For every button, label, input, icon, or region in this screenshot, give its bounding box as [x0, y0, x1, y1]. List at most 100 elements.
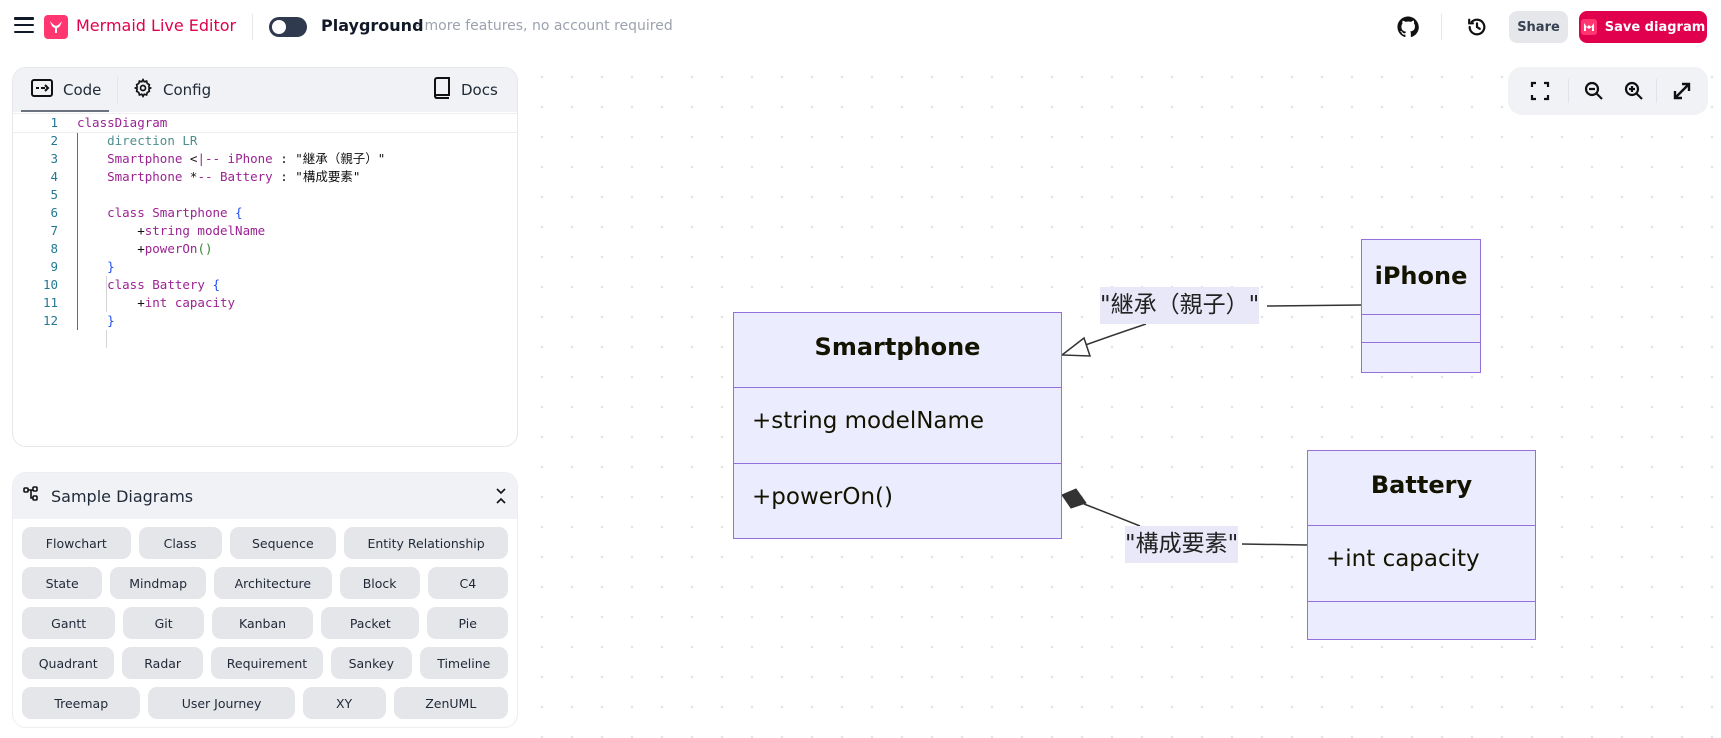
diagram-canvas[interactable] — [530, 54, 1721, 738]
code-token: { — [235, 205, 243, 220]
code-token: class Smartphone — [107, 205, 236, 220]
sample-flowchart-button[interactable]: Flowchart — [22, 527, 131, 559]
line-number: 6 — [50, 205, 58, 220]
sample-sequence-button[interactable]: Sequence — [229, 527, 337, 559]
save-diagram-button[interactable]: Save diagram — [1579, 11, 1707, 43]
code-arrow-icon — [31, 78, 53, 102]
class-node-battery[interactable]: Battery +int capacity — [1307, 450, 1536, 640]
sample-zenuml-button[interactable]: ZenUML — [393, 687, 509, 719]
collapse-chevrons-icon[interactable] — [495, 486, 507, 510]
code-line[interactable]: 9 } — [13, 258, 517, 276]
tab-config[interactable]: Config — [133, 68, 211, 112]
line-number: 7 — [50, 223, 58, 238]
indent-guide — [106, 276, 107, 312]
code-token: Battery — [212, 169, 273, 184]
sample-radar-button[interactable]: Radar — [122, 647, 203, 679]
code-token: -- — [197, 169, 213, 184]
top-bar: Mermaid Live Editor Playground - more fe… — [0, 0, 1721, 54]
code-line[interactable]: 10 class Battery { — [13, 276, 517, 294]
code-line[interactable]: 6 class Smartphone { — [13, 204, 517, 222]
history-icon[interactable] — [1464, 14, 1490, 40]
sample-architecture-button[interactable]: Architecture — [214, 567, 332, 599]
zoom-out-icon[interactable] — [1582, 79, 1606, 103]
code-token: } — [107, 313, 115, 328]
sample-xy-button[interactable]: XY — [302, 687, 386, 719]
class-node-smartphone[interactable]: Smartphone +string modelName +powerOn() — [733, 312, 1062, 539]
line-number: 10 — [42, 277, 58, 292]
sample-state-button[interactable]: State — [22, 567, 103, 599]
code-token: () — [197, 241, 213, 256]
book-icon — [433, 77, 451, 103]
sample-git-button[interactable]: Git — [123, 607, 204, 639]
zoom-in-icon[interactable] — [1622, 79, 1646, 103]
code-line[interactable]: 11 +int capacity — [13, 294, 517, 312]
line-number: 5 — [50, 187, 58, 202]
header-divider — [252, 14, 253, 40]
code-line[interactable]: 12 } — [13, 312, 517, 330]
code-line[interactable]: 5 — [13, 186, 517, 204]
code-token: iPhone — [220, 151, 273, 166]
line-number: 12 — [42, 313, 58, 328]
methods-section — [1362, 342, 1480, 372]
class-node-iphone[interactable]: iPhone — [1361, 239, 1481, 373]
tab-code[interactable]: Code — [20, 68, 110, 112]
line-number: 4 — [50, 169, 58, 184]
sample-sankey-button[interactable]: Sankey — [330, 647, 412, 679]
sample-user-journey-button[interactable]: User Journey — [148, 687, 295, 719]
sample-treemap-button[interactable]: Treemap — [22, 687, 141, 719]
code-line[interactable]: 8 +powerOn() — [13, 240, 517, 258]
docs-link[interactable]: Docs — [433, 68, 498, 112]
editor-tabs: Code Config Docs — [13, 68, 517, 112]
sample-quadrant-button[interactable]: Quadrant — [22, 647, 115, 679]
attributes-section: +string modelName — [734, 387, 1061, 463]
expand-icon[interactable] — [1670, 79, 1694, 103]
code-token: : — [272, 151, 296, 166]
code-token: "継承（親子）" — [295, 151, 386, 166]
indent-guide — [106, 330, 107, 348]
github-icon[interactable] — [1395, 14, 1421, 40]
code-line[interactable]: 2 direction LR — [13, 132, 517, 150]
sample-entity-relationship-button[interactable]: Entity Relationship — [344, 527, 508, 559]
sample-pie-button[interactable]: Pie — [427, 607, 508, 639]
code-token: } — [107, 259, 115, 274]
sample-packet-button[interactable]: Packet — [321, 607, 420, 639]
inheritance-label[interactable]: "継承（親子）" — [1100, 287, 1260, 324]
composition-label[interactable]: "構成要素" — [1125, 526, 1239, 563]
playground-toggle[interactable] — [269, 17, 307, 37]
sample-block-button[interactable]: Block — [339, 567, 420, 599]
sample-mindmap-button[interactable]: Mindmap — [110, 567, 207, 599]
attributes-section — [1362, 314, 1480, 342]
sample-class-button[interactable]: Class — [138, 527, 222, 559]
save-diagram-label: Save diagram — [1604, 19, 1706, 35]
code-line[interactable]: 7 +string modelName — [13, 222, 517, 240]
code-line[interactable]: 3 Smartphone <|-- iPhone : "継承（親子）" — [13, 150, 517, 168]
code-line[interactable]: 4 Smartphone *-- Battery : "構成要素" — [13, 168, 517, 186]
sample-kanban-button[interactable]: Kanban — [211, 607, 314, 639]
share-button[interactable]: Share — [1509, 11, 1568, 43]
methods-section — [1308, 601, 1535, 639]
code-token: Smartphone — [107, 169, 183, 184]
fit-screen-icon[interactable] — [1528, 79, 1552, 103]
code-token: class Battery — [107, 277, 213, 292]
app-title[interactable]: Mermaid Live Editor — [76, 16, 237, 35]
sample-c4-button[interactable]: C4 — [427, 567, 508, 599]
code-token: classDiagram — [77, 115, 168, 130]
header-divider-2 — [1441, 14, 1442, 40]
menu-icon[interactable] — [14, 17, 34, 33]
sample-requirement-button[interactable]: Requirement — [210, 647, 323, 679]
gutter-guide — [77, 132, 78, 330]
class-name: Smartphone — [814, 333, 981, 361]
class-attribute: +int capacity — [1326, 546, 1480, 572]
sample-diagrams-header[interactable]: Sample Diagrams — [13, 473, 517, 519]
toolbar-divider — [1568, 79, 1569, 103]
code-token: string modelName — [144, 223, 266, 238]
sample-gantt-button[interactable]: Gantt — [22, 607, 116, 639]
playground-subtitle: - more features, no account required — [415, 18, 673, 34]
code-token: + — [137, 241, 145, 256]
sample-timeline-button[interactable]: Timeline — [419, 647, 508, 679]
